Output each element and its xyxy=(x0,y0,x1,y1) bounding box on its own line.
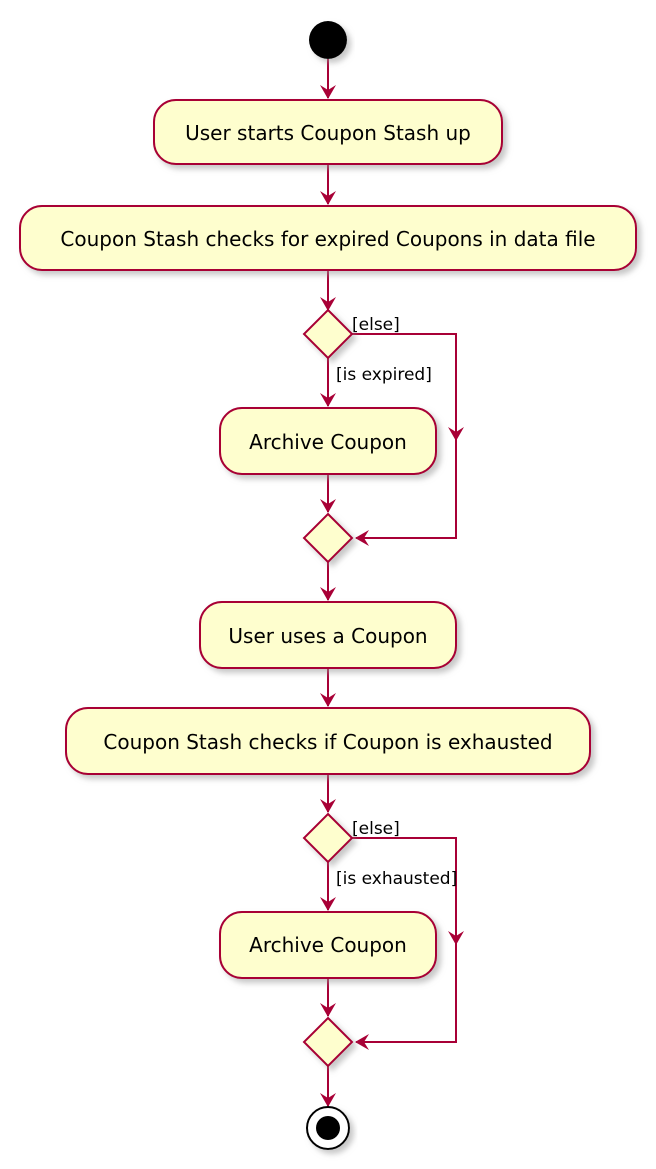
initial-node-icon xyxy=(309,21,347,59)
action-check-expired-label: Coupon Stash checks for expired Coupons … xyxy=(60,227,595,251)
action-archive-exhausted: Archive Coupon xyxy=(219,911,437,979)
guard-exhausted-else: [else] xyxy=(352,819,400,839)
action-start-coupon-stash: User starts Coupon Stash up xyxy=(153,99,503,165)
guard-is-expired: [is expired] xyxy=(336,365,432,385)
merge-exhausted xyxy=(302,1016,354,1068)
action-archive-exhausted-label: Archive Coupon xyxy=(249,933,407,957)
action-use-coupon: User uses a Coupon xyxy=(199,601,457,669)
guard-is-exhausted: [is exhausted] xyxy=(336,869,457,889)
action-check-exhausted: Coupon Stash checks if Coupon is exhaust… xyxy=(65,707,591,775)
decision-exhausted xyxy=(302,812,354,864)
action-use-coupon-label: User uses a Coupon xyxy=(228,624,427,648)
edges xyxy=(320,58,464,1107)
action-archive-expired-label: Archive Coupon xyxy=(249,430,407,454)
merge-expired xyxy=(302,512,354,564)
action-start-coupon-stash-label: User starts Coupon Stash up xyxy=(185,121,471,145)
final-node-icon xyxy=(306,1106,350,1150)
decision-expired xyxy=(302,308,354,360)
action-check-exhausted-label: Coupon Stash checks if Coupon is exhaust… xyxy=(103,730,552,754)
guard-expired-else: [else] xyxy=(352,315,400,335)
action-check-expired: Coupon Stash checks for expired Coupons … xyxy=(19,205,637,271)
action-archive-expired: Archive Coupon xyxy=(219,407,437,475)
